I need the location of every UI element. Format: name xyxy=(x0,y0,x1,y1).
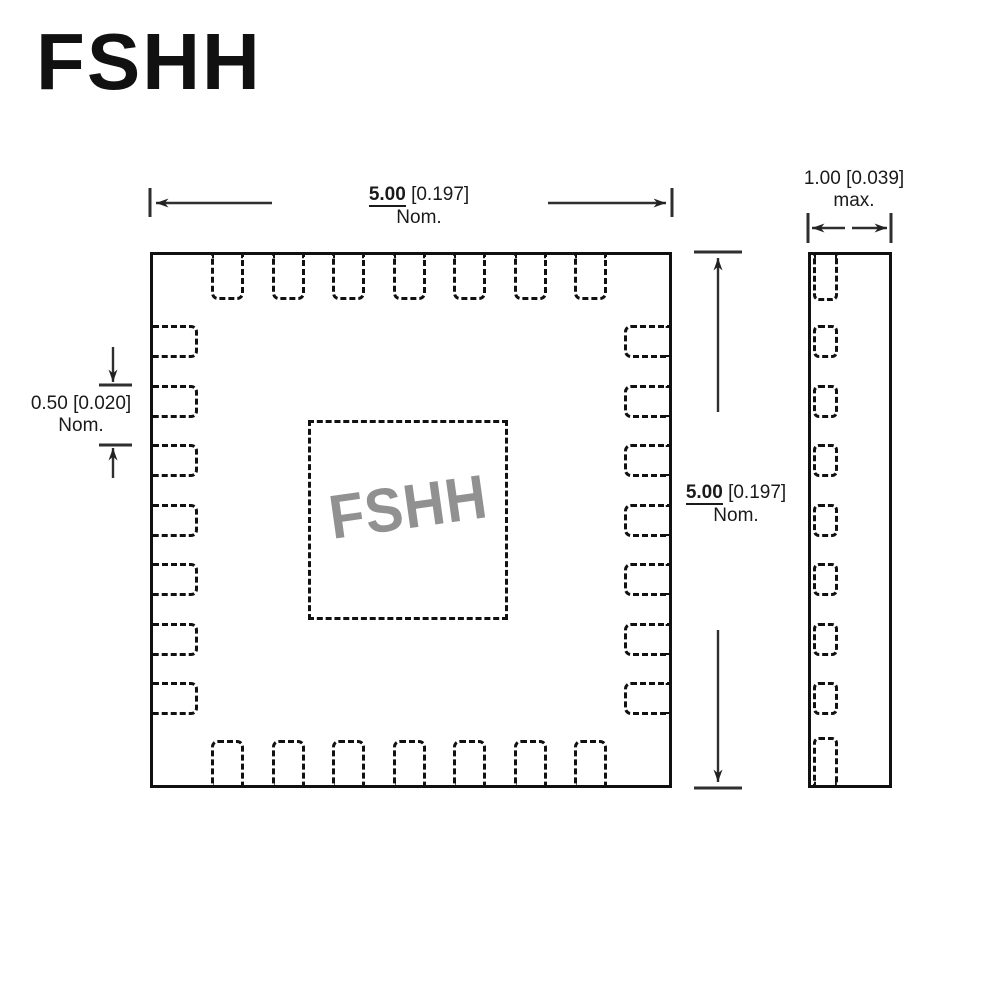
pad-right-7 xyxy=(624,682,669,715)
side-pad-6 xyxy=(813,563,838,596)
pad-right-1 xyxy=(624,325,669,358)
pad-right-5 xyxy=(624,563,669,596)
thickness-value-mm: 1.00 xyxy=(803,168,841,189)
package-top-view-outline: FSHH xyxy=(150,252,672,788)
height-value-inch: [0.197] xyxy=(728,482,787,503)
pad-top-2 xyxy=(271,255,305,300)
pad-bottom-3 xyxy=(332,740,365,785)
side-pad-9 xyxy=(813,737,838,785)
pad-top-4 xyxy=(392,255,426,300)
pad-right-2 xyxy=(624,384,669,418)
side-pad-1 xyxy=(813,255,838,301)
height-value-mm: 5.00 xyxy=(685,482,723,505)
width-value-mm: 5.00 xyxy=(368,184,406,207)
side-pad-3 xyxy=(813,384,838,418)
pitch-qualifier: Nom. xyxy=(58,415,104,436)
pad-left-5 xyxy=(153,563,198,596)
pitch-value-inch: [0.020] xyxy=(73,393,132,414)
pad-right-3 xyxy=(624,444,669,477)
pad-left-7 xyxy=(153,682,198,715)
pad-top-6 xyxy=(513,255,547,300)
pad-top-5 xyxy=(453,255,486,300)
height-dimension-label: 5.00 [0.197] Nom. xyxy=(676,482,796,527)
pad-bottom-2 xyxy=(271,740,305,785)
height-qualifier: Nom. xyxy=(713,504,759,526)
pad-left-3 xyxy=(153,444,198,477)
pad-bottom-1 xyxy=(211,740,244,785)
brand-logo: FSHH xyxy=(36,17,262,106)
pad-left-6 xyxy=(153,622,198,656)
width-qualifier: Nom. xyxy=(396,206,442,228)
thickness-value-inch: [0.039] xyxy=(846,168,905,189)
width-value-inch: [0.197] xyxy=(411,184,470,205)
pad-right-4 xyxy=(624,503,669,537)
pitch-value-mm: 0.50 xyxy=(30,393,68,414)
package-side-view-outline xyxy=(808,252,892,788)
side-pad-7 xyxy=(813,622,838,656)
pad-bottom-5 xyxy=(453,740,486,785)
pad-top-7 xyxy=(574,255,607,300)
exposed-center-pad: FSHH xyxy=(308,420,508,620)
thickness-qualifier: max. xyxy=(833,190,875,211)
side-pad-2 xyxy=(813,325,838,358)
side-pad-8 xyxy=(813,682,838,715)
pad-bottom-4 xyxy=(392,740,426,785)
thickness-dimension-label: 1.00 [0.039] max. xyxy=(794,168,914,212)
pad-right-6 xyxy=(624,622,669,656)
width-dimension-label: 5.00 [0.197] Nom. xyxy=(349,184,489,229)
pad-left-4 xyxy=(153,503,198,537)
side-pad-5 xyxy=(813,503,838,537)
pad-top-1 xyxy=(211,255,244,300)
pad-bottom-6 xyxy=(513,740,547,785)
pad-bottom-7 xyxy=(574,740,607,785)
side-pad-4 xyxy=(813,444,838,477)
watermark-text: FSHH xyxy=(324,462,492,553)
pad-top-3 xyxy=(332,255,365,300)
pad-left-1 xyxy=(153,325,198,358)
pad-left-2 xyxy=(153,384,198,418)
pitch-dimension-label: 0.50 [0.020] Nom. xyxy=(13,393,149,437)
